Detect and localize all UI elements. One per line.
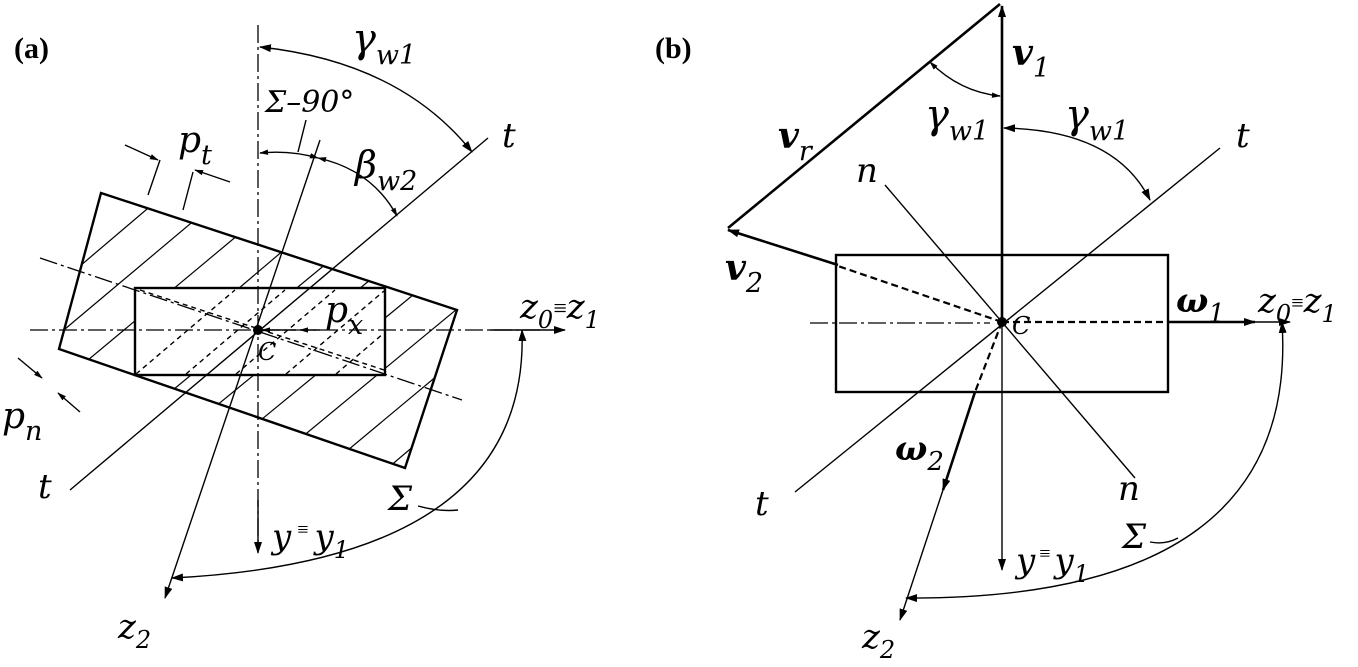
panel-b-gamma-right-label: γw1 (1065, 92, 1129, 147)
panel-a-t-lower-label: t (38, 467, 52, 507)
panel-b-tag: (b) (655, 32, 692, 65)
panel-a-t-line (69, 137, 489, 491)
panel-b-vr-label: vr (778, 115, 814, 167)
panel-a-pn-arrow2 (57, 392, 81, 413)
panel-b-v2-vector (727, 228, 839, 267)
panel-b-y-label: y≡y1 (1014, 541, 1089, 588)
panel-b-center-point (997, 317, 1007, 327)
panel-b-sigma-leader (1149, 537, 1179, 544)
panel-a-pt-arrow2 (194, 169, 231, 183)
panel-a-beta-arc (317, 157, 398, 217)
panel-a: (a) (2, 16, 600, 654)
panel-b-z0-label: z0≡z1 (1257, 281, 1337, 328)
panel-a-pn-arrow1 (17, 357, 43, 379)
panel-a-pt-ext1 (147, 159, 161, 196)
panel-a-beta-label: βw2 (353, 143, 417, 197)
panel-b-omega1-label: ω1 (1176, 281, 1225, 329)
panel-b: (b) (655, 2, 1337, 664)
panel-b-z2-axis (899, 489, 944, 621)
panel-b-gamma-top-arc (929, 61, 1001, 98)
panel-a-px-label: px (325, 290, 363, 341)
panel-b-v2-label: v2 (725, 247, 763, 299)
panel-a-center-point (253, 325, 263, 335)
panel-b-z2-label: z2 (861, 617, 895, 664)
panel-a-gamma-arc (259, 44, 473, 153)
panel-b-t-upper-label: t (1236, 116, 1250, 156)
panel-a-pn-label: pn (2, 396, 42, 447)
panel-a-pt-label: pt (178, 120, 212, 171)
panel-b-omega2-vector (941, 391, 977, 491)
panel-b-v2-dashed (837, 264, 1003, 324)
panel-a-sigma-arc (171, 329, 527, 582)
panel-a-pt-arrow1 (124, 144, 159, 161)
panel-b-n-upper-label: n (856, 151, 878, 191)
panel-b-t-line (794, 147, 1221, 493)
panel-b-omega2-label: ω2 (895, 429, 944, 477)
panel-a-sigma-label: Σ (386, 479, 413, 519)
panel-b-gamma-top-label: γw1 (925, 92, 989, 147)
panel-a-sigma90-leader (297, 119, 307, 153)
panel-a-gamma-label: γw1 (352, 16, 416, 71)
panel-a-sigma90-arc (259, 149, 319, 159)
panel-b-sigma-label: Σ (1120, 517, 1147, 557)
panel-a-y-label: y≡y1 (270, 517, 349, 564)
panel-a-z0-label: z0≡z1 (519, 287, 600, 334)
panel-a-t-upper-label: t (502, 116, 516, 156)
panel-b-c-label: C (1012, 312, 1030, 340)
panel-b-gamma-right-arc (1003, 124, 1151, 201)
panel-b-sigma-arc (905, 321, 1287, 603)
panel-a-pt-ext2 (182, 171, 194, 211)
panel-a-tag: (a) (14, 32, 49, 65)
panel-a-sigma90-label: Σ–90° (264, 85, 354, 120)
panel-b-vr-vector (727, 2, 1001, 230)
panel-b-t-lower-label: t (755, 484, 769, 524)
panel-a-z2-label: z2 (117, 607, 151, 654)
panel-a-c-label: C (258, 338, 276, 366)
panel-b-n-lower-label: n (1118, 469, 1140, 509)
panel-b-v1-label: v1 (1012, 32, 1050, 84)
panel-a-sigma-leader (417, 505, 459, 512)
